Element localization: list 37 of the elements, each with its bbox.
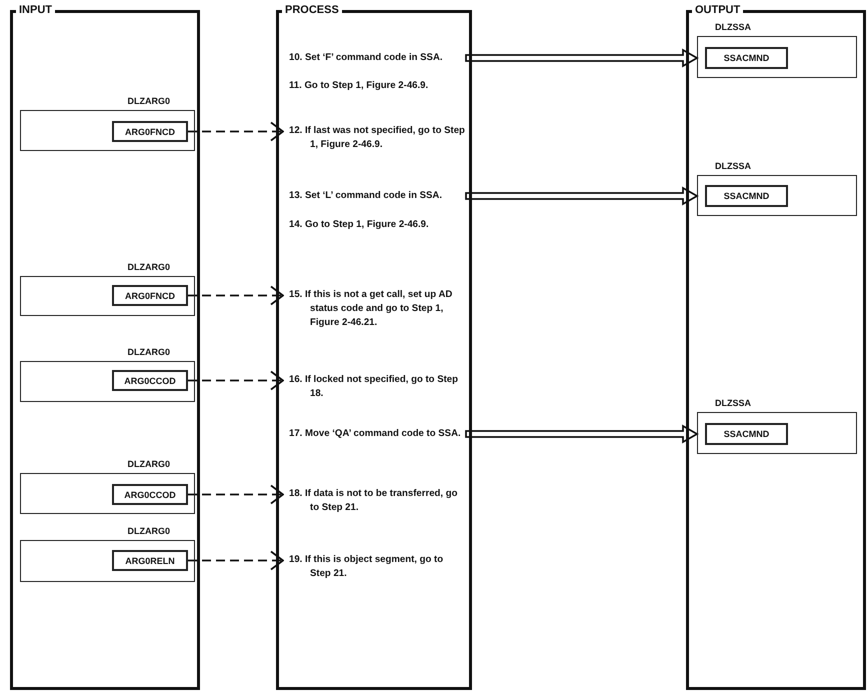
section-panel	[686, 3, 866, 690]
field-box: SSACMND	[705, 47, 788, 69]
hollow-arrow	[465, 424, 699, 444]
process-step: 13. Set ‘L’ command code in SSA.	[283, 189, 466, 203]
field-box: ARG0CCOD	[112, 370, 188, 391]
record-name: DLZARG0	[128, 458, 170, 470]
process-step: 19. If this is object segment, go to Step 21.	[283, 553, 466, 581]
record-name: DLZSSA	[715, 160, 751, 172]
process-step: 10. Set ‘F’ command code in SSA.	[283, 51, 466, 65]
dashed-arrow	[188, 550, 284, 570]
field-box: SSACMND	[705, 423, 788, 445]
section-panel	[276, 3, 472, 690]
dashed-arrow	[188, 484, 284, 504]
record-name: DLZSSA	[715, 397, 751, 409]
hollow-arrow	[465, 186, 699, 206]
field-box: ARG0FNCD	[112, 285, 188, 306]
hollow-arrow	[465, 48, 699, 68]
process-step: 18. If data is not to be transferred, go to Step 21.	[283, 487, 466, 515]
process-step: 14. Go to Step 1, Figure 2-46.9.	[283, 218, 466, 232]
record-name: DLZARG0	[128, 346, 170, 358]
process-step: 17. Move ‘QA’ command code to SSA.	[283, 427, 466, 441]
record-name: DLZARG0	[128, 95, 170, 107]
process-step: 16. If locked not specified, go to Step 18.	[283, 373, 466, 401]
field-box: ARG0RELN	[112, 550, 188, 571]
dashed-arrow	[188, 286, 284, 306]
field-box: ARG0CCOD	[112, 484, 188, 505]
process-step: 15. If this is not a get call, set up AD status code and go to Step 1, Figure 2-46.21.	[283, 288, 466, 330]
record-name: DLZSSA	[715, 21, 751, 33]
process-step: 12. If last was not specified, go to Step 1, Figure 2-46.9.	[283, 124, 466, 152]
process-step: 11. Go to Step 1, Figure 2-46.9.	[283, 79, 466, 93]
dashed-arrow	[188, 370, 284, 390]
field-box: SSACMND	[705, 185, 788, 207]
field-box: ARG0FNCD	[112, 121, 188, 142]
section-panel	[10, 3, 200, 690]
record-name: DLZARG0	[128, 525, 170, 537]
record-name: DLZARG0	[128, 261, 170, 273]
dashed-arrow	[188, 122, 284, 142]
